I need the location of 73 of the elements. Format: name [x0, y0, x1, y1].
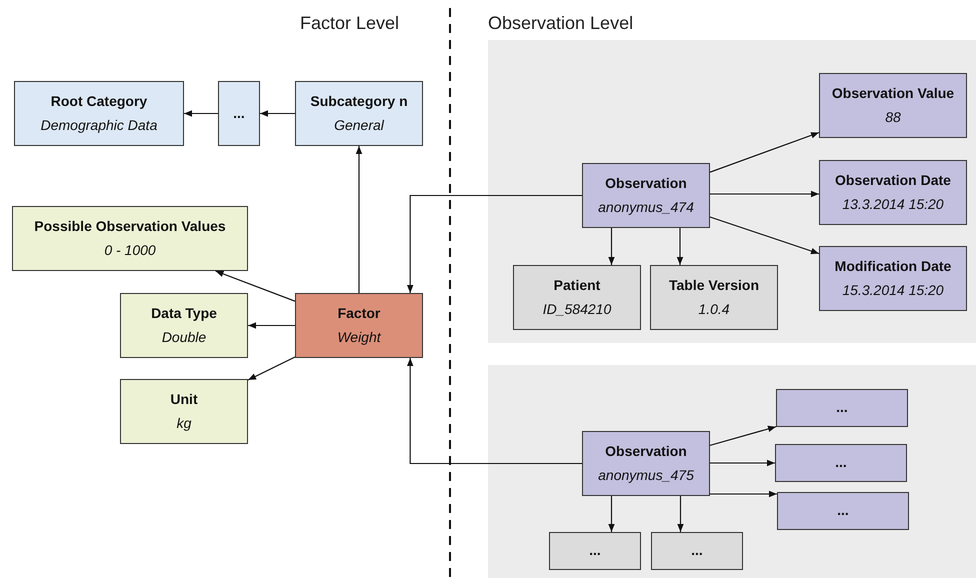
entity-box — [120, 379, 248, 444]
entity-box — [777, 492, 909, 530]
entity-box — [775, 444, 907, 482]
arrow — [677, 496, 684, 532]
entity-box — [549, 532, 641, 570]
entity-title: Subcategory n — [310, 93, 408, 110]
arrow — [248, 322, 295, 329]
arrow — [710, 460, 775, 466]
entity-box — [218, 81, 260, 146]
arrow — [710, 132, 820, 173]
entity-value: anonymus_475 — [598, 466, 694, 484]
entity-value: 1.0.4 — [698, 300, 730, 318]
arrow — [215, 270, 296, 302]
entity-value: ID_584210 — [542, 300, 612, 318]
entity-value: anonymus_474 — [598, 198, 694, 216]
arrow — [710, 190, 819, 198]
arrow — [710, 216, 820, 254]
entity-title: Observation — [605, 443, 687, 460]
level-heading: Observation Level — [488, 12, 634, 35]
entity-value: 0 - 1000 — [104, 242, 156, 259]
entity-box — [650, 265, 778, 330]
entity-value: Demographic Data — [40, 116, 158, 134]
entity-box — [120, 293, 248, 358]
entity-title: ... — [691, 542, 703, 560]
group-panel — [488, 40, 976, 343]
entity-box — [819, 73, 967, 138]
arrow — [407, 194, 582, 293]
entity-box — [12, 206, 248, 271]
group-panel — [488, 365, 976, 578]
entity-title: ... — [233, 104, 245, 122]
entity-title: ... — [835, 454, 847, 472]
entity-box — [295, 81, 423, 146]
entity-box — [819, 160, 967, 225]
arrow — [248, 356, 296, 381]
entity-title: Data Type — [151, 305, 217, 322]
arrow — [710, 490, 777, 498]
entity-box — [651, 532, 743, 570]
entity-box — [582, 431, 710, 496]
entity-box — [819, 246, 967, 311]
entity-title: Unit — [170, 391, 198, 408]
entity-box — [295, 293, 423, 358]
entity-value: kg — [176, 414, 192, 432]
entity-title: Factor — [338, 305, 380, 322]
entity-title: Possible Observation Values — [34, 218, 226, 236]
entity-title: Observation Date — [835, 172, 951, 190]
arrow — [184, 110, 218, 117]
arrow — [407, 358, 582, 464]
entity-value: Weight — [337, 328, 381, 346]
arrow — [608, 228, 615, 265]
entity-title: Table Version — [669, 277, 759, 294]
arrow — [608, 496, 615, 532]
entity-title: ... — [837, 502, 849, 520]
entity-box — [582, 163, 710, 228]
arrow — [260, 110, 295, 117]
entity-value: 88 — [885, 108, 901, 126]
entity-title: ... — [589, 542, 601, 560]
entity-title: Observation Value — [832, 85, 954, 102]
entity-title: Modification Date — [834, 258, 952, 276]
entity-title: Root Category — [50, 93, 148, 110]
entity-title: Patient — [554, 277, 600, 294]
entity-value: Double — [162, 328, 206, 346]
entity-title: ... — [836, 399, 848, 417]
entity-box — [776, 389, 908, 427]
entity-value: 13.3.2014 15:20 — [842, 196, 944, 213]
arrow — [710, 426, 776, 446]
arrow — [356, 146, 362, 293]
arrow — [676, 228, 684, 265]
entity-value: General — [334, 116, 384, 134]
entity-box — [14, 81, 184, 146]
level-heading: Factor Level — [300, 12, 400, 35]
entity-value: 15.3.2014 15:20 — [842, 282, 944, 299]
entity-title: Observation — [605, 175, 687, 192]
entity-box — [513, 265, 641, 330]
